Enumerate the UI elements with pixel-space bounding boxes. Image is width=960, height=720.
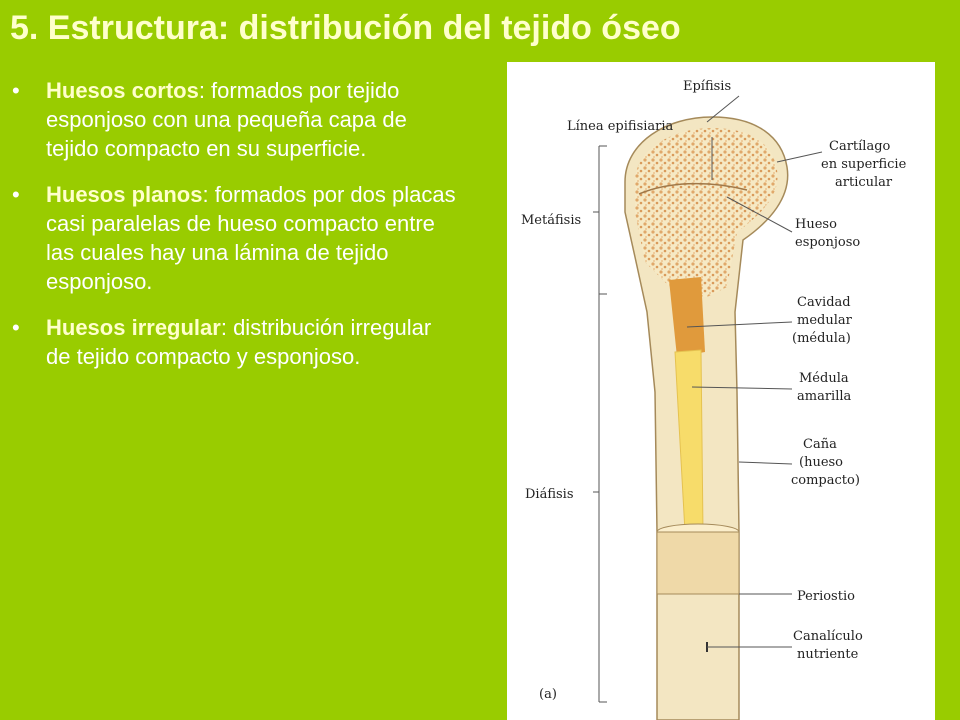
label-canaliculo-1: Canalículo xyxy=(793,629,863,644)
epiphyseal-line xyxy=(638,182,748,195)
bullet-term: Huesos irregular xyxy=(46,315,221,340)
label-hueso-esponjoso-2: esponjoso xyxy=(795,235,860,250)
bullet-dot-icon: • xyxy=(12,315,20,340)
label-cavidad-3: (médula) xyxy=(792,331,851,346)
spongy-bone xyxy=(635,128,778,297)
label-metafisis: Metáfisis xyxy=(521,213,581,228)
label-medula-1: Médula xyxy=(799,371,849,386)
bone-diagram-svg: Epífisis Línea epifisiaria Cartílago en … xyxy=(521,79,907,720)
bullet-dot-icon: • xyxy=(12,78,20,103)
label-cavidad-1: Cavidad xyxy=(797,295,851,310)
bullet-text: : formados por dos placas casi paralelas… xyxy=(46,182,456,294)
label-cana-1: Caña xyxy=(803,437,837,452)
bullet-huesos-planos: • Huesos planos: formados por dos placas… xyxy=(0,180,470,296)
label-medula-2: amarilla xyxy=(797,389,852,404)
medullary-cavity xyxy=(669,277,705,357)
bullet-list: • Huesos cortos: formados por tejido esp… xyxy=(0,76,470,388)
label-linea-epifisiaria: Línea epifisiaria xyxy=(567,119,674,134)
label-hueso-esponjoso-1: Hueso xyxy=(795,217,837,232)
bullet-huesos-cortos: • Huesos cortos: formados por tejido esp… xyxy=(0,76,470,163)
label-panel-letter: (a) xyxy=(539,687,557,702)
label-cana-2: (hueso xyxy=(799,455,843,470)
bullet-huesos-irregular: • Huesos irregular: distribución irregul… xyxy=(0,313,470,371)
bullet-term: Huesos planos xyxy=(46,182,203,207)
label-cartilago-3: articular xyxy=(835,175,893,190)
slide-title: 5. Estructura: distribución del tejido ó… xyxy=(10,9,681,47)
label-periostio: Periostio xyxy=(797,589,855,604)
label-epifisis: Epífisis xyxy=(683,79,731,94)
label-cartilago-1: Cartílago xyxy=(829,139,891,154)
bullet-term: Huesos cortos xyxy=(46,78,199,103)
label-cartilago-2: en superficie xyxy=(821,157,907,172)
bullet-text: : distribución irregular de tejido compa… xyxy=(46,315,432,369)
bullet-dot-icon: • xyxy=(12,182,20,207)
label-diafisis: Diáfisis xyxy=(525,487,574,502)
bone-diagram: Epífisis Línea epifisiaria Cartílago en … xyxy=(507,62,935,720)
bullet-text: : formados por tejido esponjoso con una … xyxy=(46,78,407,161)
label-cavidad-2: medular xyxy=(797,313,853,328)
label-cana-3: compacto) xyxy=(791,473,860,488)
periosteum-section xyxy=(656,531,740,595)
label-canaliculo-2: nutriente xyxy=(797,647,859,662)
